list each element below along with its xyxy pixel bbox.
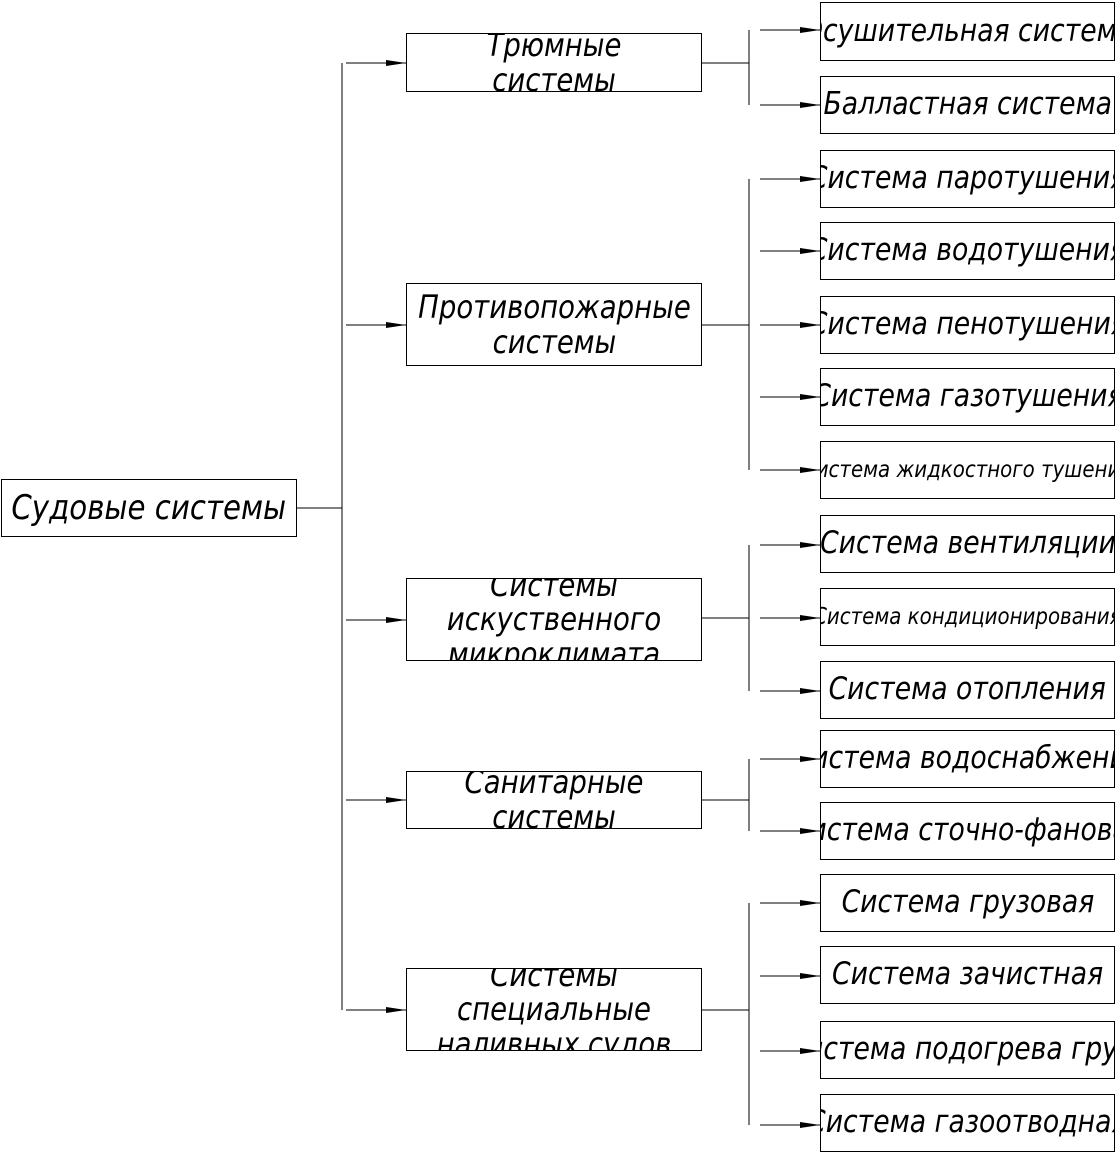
leaf-label: Система газотушения	[820, 378, 1115, 415]
arrowhead-icon	[800, 1048, 820, 1054]
group-label: Противопожарные системы	[417, 287, 691, 361]
leaf-node: Система отопления	[820, 661, 1115, 719]
arrowhead-icon	[800, 1122, 820, 1128]
leaf-node: Система водотушения	[820, 222, 1115, 280]
leaf-node: Система пенотушения	[820, 296, 1115, 354]
arrowhead-icon	[800, 394, 820, 400]
leaf-node: Система кондиционирования	[820, 588, 1115, 646]
arrowhead-icon	[800, 102, 820, 108]
arrowhead-icon	[800, 248, 820, 254]
leaf-node: Система водоснабжения	[820, 730, 1115, 788]
group-node-climate: Системы искуственного микроклимата	[406, 578, 702, 661]
leaf-node: Система вентиляции	[820, 515, 1115, 573]
arrowhead-icon	[386, 322, 406, 328]
leaf-label: Система сточно-фановая	[821, 812, 1114, 849]
leaf-node: Система подогрева груза	[820, 1021, 1115, 1079]
leaf-label: Осушительная система	[820, 12, 1115, 49]
arrowhead-icon	[800, 688, 820, 694]
leaf-node: Балластная система	[820, 76, 1115, 134]
leaf-label: Система подогрева груза	[821, 1031, 1114, 1068]
group-label: Трюмные системы	[486, 33, 622, 92]
arrowhead-icon	[800, 900, 820, 906]
arrowhead-icon	[386, 797, 406, 803]
root-node: Судовые системы	[1, 479, 297, 537]
group-label: Системы специальные наливных судов	[436, 968, 672, 1051]
arrowhead-icon	[800, 756, 820, 762]
arrowhead-icon	[800, 615, 820, 621]
leaf-label: Система грузовая	[841, 884, 1094, 921]
arrowhead-icon	[800, 322, 820, 328]
arrowhead-icon	[800, 973, 820, 979]
leaf-node: Система зачистная	[820, 946, 1115, 1004]
leaf-node: Система грузовая	[820, 874, 1115, 932]
leaf-label: Система паротушения	[820, 160, 1115, 197]
leaf-label: Система водоснабжения	[821, 740, 1114, 777]
leaf-label: Система газоотводная	[820, 1104, 1115, 1141]
arrowhead-icon	[800, 828, 820, 834]
leaf-label: Система кондиционирования	[820, 603, 1115, 630]
leaf-node: Система паротушения	[820, 150, 1115, 208]
leaf-node: Система жидкостного тушения	[820, 441, 1115, 499]
group-label: Санитарные системы	[464, 771, 644, 829]
leaf-node: Система газоотводная	[820, 1094, 1115, 1152]
group-node-bilge: Трюмные системы	[406, 33, 702, 92]
root-label: Судовые системы	[11, 487, 287, 528]
leaf-label: Балластная система	[823, 86, 1112, 123]
arrowhead-icon	[800, 542, 820, 548]
leaf-label: Система отопления	[828, 671, 1107, 708]
leaf-label: Система водотушения	[820, 232, 1115, 269]
group-node-sanitary: Санитарные системы	[406, 771, 702, 829]
arrowhead-icon	[800, 176, 820, 182]
group-node-tanker: Системы специальные наливных судов	[406, 968, 702, 1051]
group-label: Системы искуственного микроклимата	[446, 578, 662, 661]
leaf-node: Система сточно-фановая	[820, 802, 1115, 860]
leaf-node: Система газотушения	[820, 368, 1115, 426]
group-node-fire: Противопожарные системы	[406, 283, 702, 366]
leaf-label: Система жидкостного тушения	[821, 456, 1114, 483]
leaf-label: Система вентиляции	[820, 525, 1115, 562]
leaf-node: Осушительная система	[820, 2, 1115, 61]
arrowhead-icon	[386, 60, 406, 66]
leaf-label: Система пенотушения	[820, 306, 1115, 343]
arrowhead-icon	[386, 617, 406, 623]
arrowhead-icon	[800, 467, 820, 473]
leaf-label: Система зачистная	[831, 956, 1104, 993]
arrowhead-icon	[386, 1007, 406, 1013]
arrowhead-icon	[800, 27, 820, 33]
